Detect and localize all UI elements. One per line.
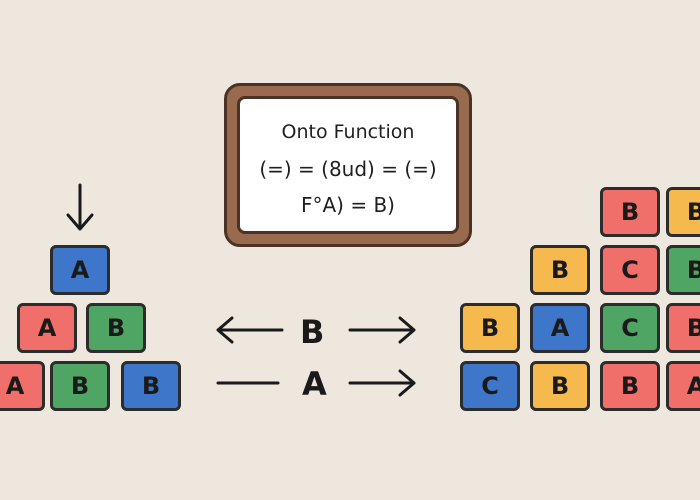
right-block: C bbox=[600, 303, 660, 353]
right-block: B bbox=[530, 361, 590, 411]
right-block: A bbox=[666, 361, 700, 411]
left-block: B bbox=[121, 361, 181, 411]
right-arrow-icon-bottom bbox=[348, 369, 416, 397]
right-block: B bbox=[530, 245, 590, 295]
board-equation-2: F°A) = B) bbox=[301, 193, 395, 217]
left-block: B bbox=[50, 361, 110, 411]
left-block: A bbox=[0, 361, 45, 411]
board-equation-1: (=) = (8ud) = (=) bbox=[259, 157, 437, 181]
down-arrow-icon bbox=[66, 183, 94, 231]
left-arrow-icon bbox=[216, 316, 284, 344]
chalkboard-frame: Onto Function (=) = (8ud) = (=) F°A) = B… bbox=[224, 83, 472, 247]
middle-label-bottom: A bbox=[302, 365, 327, 403]
middle-label-top: B bbox=[300, 313, 325, 351]
left-block: B bbox=[86, 303, 146, 353]
right-block: B bbox=[666, 245, 700, 295]
right-block: A bbox=[530, 303, 590, 353]
right-block: C bbox=[460, 361, 520, 411]
chalkboard-panel: Onto Function (=) = (8ud) = (=) F°A) = B… bbox=[237, 96, 459, 234]
left-block: A bbox=[17, 303, 77, 353]
right-block: B bbox=[666, 187, 700, 237]
left-block: A bbox=[50, 245, 110, 295]
right-block: B bbox=[600, 361, 660, 411]
right-block: C bbox=[600, 245, 660, 295]
right-arrow-icon-top bbox=[348, 316, 416, 344]
board-title: Onto Function bbox=[281, 121, 415, 143]
right-block: B bbox=[600, 187, 660, 237]
right-block: B bbox=[460, 303, 520, 353]
right-block: B bbox=[666, 303, 700, 353]
